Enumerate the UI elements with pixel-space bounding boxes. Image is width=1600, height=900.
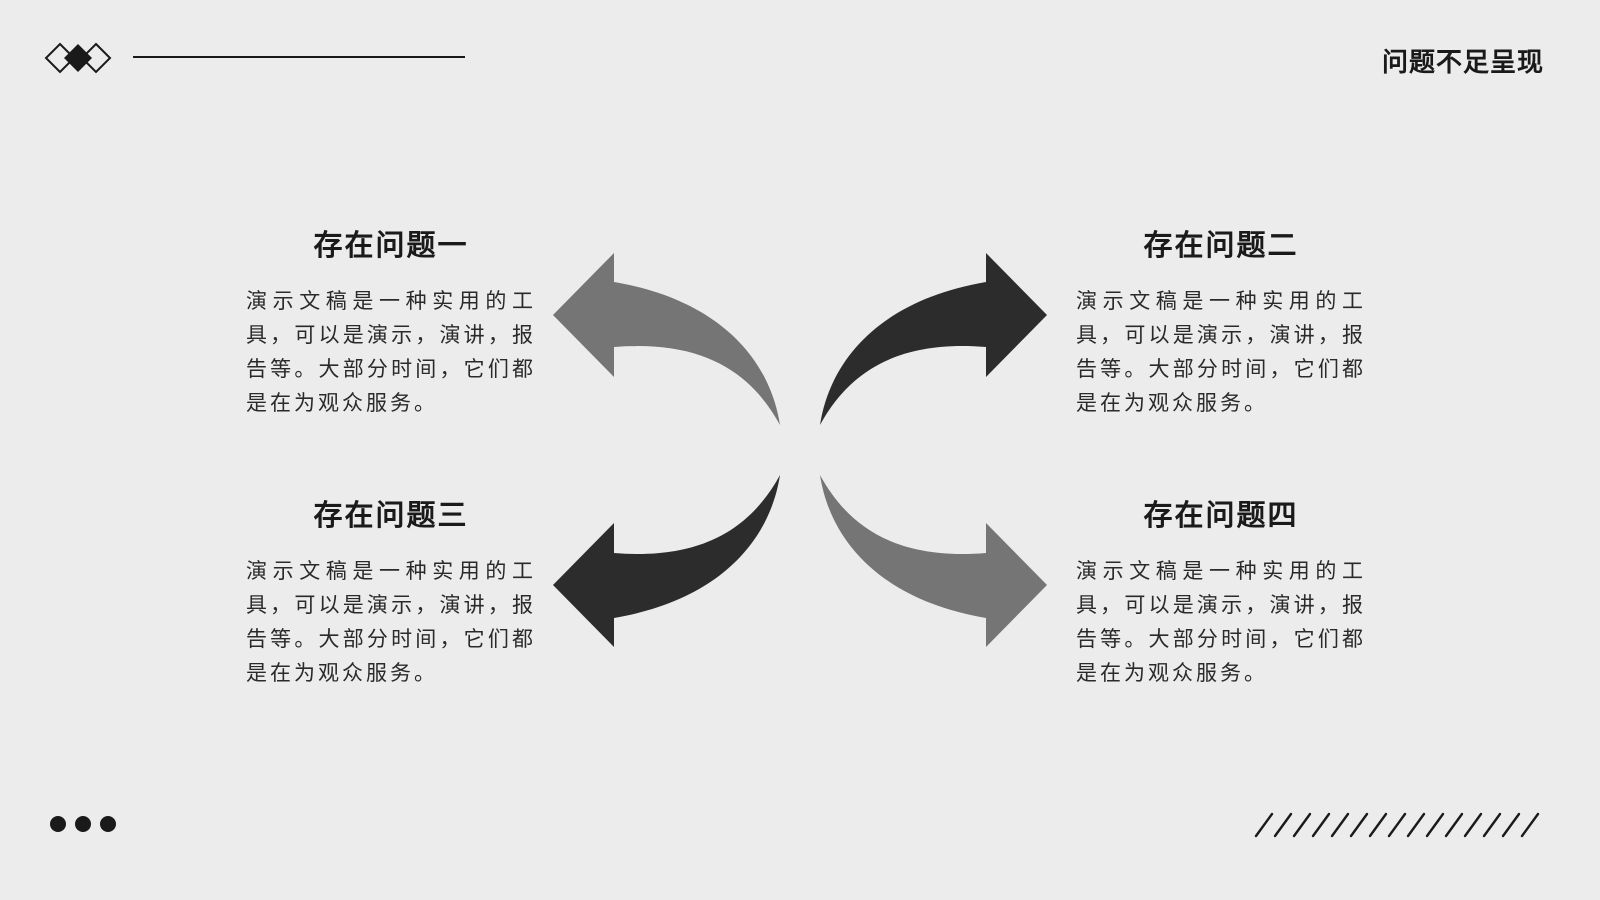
problem-block-1: 存在问题一 演示文稿是一种实用的工具，可以是演示，演讲，报告等。大部分时间，它们… xyxy=(246,222,536,420)
dot xyxy=(75,816,91,832)
dot xyxy=(50,816,66,832)
diagonal-stripes-decoration xyxy=(1254,812,1540,838)
problem-block-2: 存在问题二 演示文稿是一种实用的工具，可以是演示，演讲，报告等。大部分时间，它们… xyxy=(1076,222,1366,420)
problem-title-1: 存在问题一 xyxy=(313,228,469,262)
problem-body-2: 演示文稿是一种实用的工具，可以是演示，演讲，报告等。大部分时间，它们都是在为观众… xyxy=(1076,289,1366,415)
arrow-bottom-left-icon xyxy=(553,475,780,647)
diamond-cluster-icon xyxy=(44,42,112,74)
problem-body-4: 演示文稿是一种实用的工具，可以是演示，演讲，报告等。大部分时间，它们都是在为观众… xyxy=(1076,559,1366,685)
problem-title-4: 存在问题四 xyxy=(1143,498,1299,532)
problem-block-3: 存在问题三 演示文稿是一种实用的工具，可以是演示，演讲，报告等。大部分时间，它们… xyxy=(246,492,536,690)
three-dots-icon xyxy=(50,816,116,832)
problem-title-2: 存在问题二 xyxy=(1143,228,1299,262)
header-divider-line xyxy=(133,56,465,58)
problem-block-4: 存在问题四 演示文稿是一种实用的工具，可以是演示，演讲，报告等。大部分时间，它们… xyxy=(1076,492,1366,690)
page-title: 问题不足呈现 xyxy=(1381,48,1544,78)
problem-title-3: 存在问题三 xyxy=(313,498,469,532)
arrow-top-left-icon xyxy=(553,253,780,425)
problem-body-1: 演示文稿是一种实用的工具，可以是演示，演讲，报告等。大部分时间，它们都是在为观众… xyxy=(246,289,536,415)
dot xyxy=(100,816,116,832)
problem-body-3: 演示文稿是一种实用的工具，可以是演示，演讲，报告等。大部分时间，它们都是在为观众… xyxy=(246,559,536,685)
arrow-bottom-right-icon xyxy=(820,475,1047,647)
arrow-top-right-icon xyxy=(820,253,1047,425)
